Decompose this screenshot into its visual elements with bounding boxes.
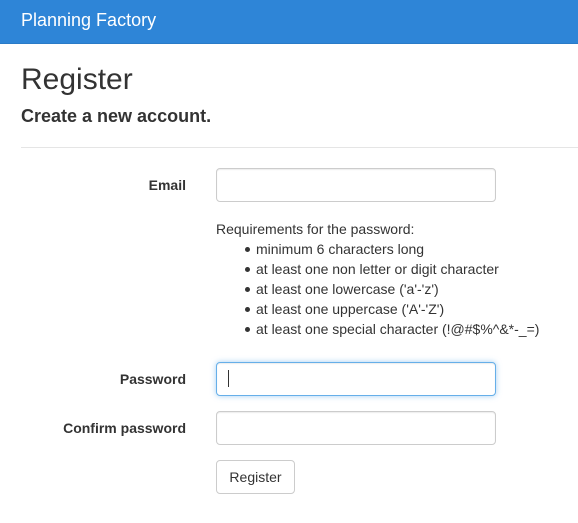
password-requirements-list: minimum 6 characters long at least one n… xyxy=(245,239,539,339)
page-title: Register xyxy=(21,63,133,96)
requirement-item: at least one lowercase ('a'-'z') xyxy=(245,279,539,299)
navbar: Planning Factory xyxy=(0,0,578,44)
requirement-text: at least one non letter or digit charact… xyxy=(256,261,499,277)
email-label: Email xyxy=(148,177,186,193)
requirement-item: at least one uppercase ('A'-'Z') xyxy=(245,299,539,319)
bullet-icon xyxy=(245,327,250,332)
confirm-password-field[interactable] xyxy=(216,411,496,445)
bullet-icon xyxy=(245,287,250,292)
requirement-text: minimum 6 characters long xyxy=(256,241,425,257)
page-subtitle: Create a new account. xyxy=(21,106,212,126)
password-requirements: Requirements for the password: minimum 6… xyxy=(216,219,539,339)
divider xyxy=(21,147,578,148)
bullet-icon xyxy=(245,307,250,312)
register-button[interactable]: Register xyxy=(216,460,295,494)
email-field[interactable] xyxy=(216,168,496,202)
bullet-icon xyxy=(245,267,250,272)
requirement-item: at least one special character (!@#$%^&*… xyxy=(245,319,539,339)
password-label: Password xyxy=(119,371,186,387)
password-requirements-heading: Requirements for the password: xyxy=(216,221,415,237)
requirement-text: at least one lowercase ('a'-'z') xyxy=(256,281,439,297)
password-field[interactable] xyxy=(216,362,496,396)
requirement-text: at least one special character (!@#$%^&*… xyxy=(256,321,540,337)
bullet-icon xyxy=(245,247,250,252)
text-cursor xyxy=(228,370,229,387)
requirement-text: at least one uppercase ('A'-'Z') xyxy=(256,301,445,317)
navbar-brand-link[interactable]: Planning Factory xyxy=(21,10,157,30)
requirement-item: minimum 6 characters long xyxy=(245,239,539,259)
requirement-item: at least one non letter or digit charact… xyxy=(245,259,539,279)
confirm-password-label: Confirm password xyxy=(63,420,186,436)
